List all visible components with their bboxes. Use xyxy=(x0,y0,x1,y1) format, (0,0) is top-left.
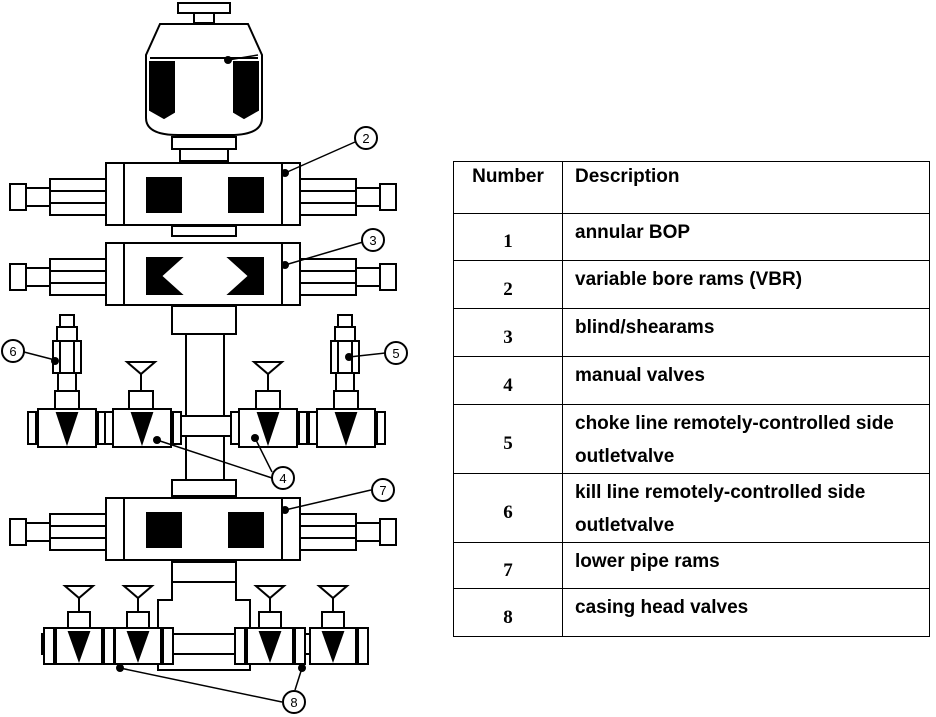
row-number: 7 xyxy=(453,542,563,589)
upper-side-valves xyxy=(27,361,386,448)
casing-head-valves xyxy=(41,585,369,665)
callout-8: 8 xyxy=(282,690,306,714)
table-row: 8 casing head valves xyxy=(453,588,930,637)
row-description: lower pipe rams xyxy=(562,542,930,589)
row-description: kill line remotely-controlled side outle… xyxy=(562,473,930,543)
row-number: 5 xyxy=(453,404,563,474)
table-row: 3 blind/shearams xyxy=(453,308,930,357)
remote-actuator-right xyxy=(330,314,360,392)
row-number: 3 xyxy=(453,308,563,357)
svg-text:2: 2 xyxy=(362,131,369,146)
row-description: blind/shearams xyxy=(562,308,930,357)
table-header-row: Number Description xyxy=(453,161,930,214)
leader-dots xyxy=(51,56,353,672)
ram-preventer-blind-shear xyxy=(9,242,397,335)
callout-4: 4 xyxy=(271,466,295,490)
row-number: 1 xyxy=(453,213,563,261)
row-description: variable bore rams (VBR) xyxy=(562,260,930,309)
table-row: 4 manual valves xyxy=(453,356,930,405)
table-row: 7 lower pipe rams xyxy=(453,542,930,589)
header-number: Number xyxy=(453,161,563,214)
drilling-spool xyxy=(185,333,225,481)
row-description: manual valves xyxy=(562,356,930,405)
callout-7: 7 xyxy=(371,478,395,502)
row-description: annular BOP xyxy=(562,213,930,261)
svg-text:6: 6 xyxy=(9,344,16,359)
table-row: 1 annular BOP xyxy=(453,213,930,261)
callout-6: 6 xyxy=(1,339,25,363)
leader-lines xyxy=(23,54,386,703)
svg-text:3: 3 xyxy=(369,233,376,248)
row-description: casing head valves xyxy=(562,588,930,637)
svg-text:8: 8 xyxy=(290,695,297,710)
table-row: 5 choke line remotely-controlled side ou… xyxy=(453,404,930,474)
row-number: 4 xyxy=(453,356,563,405)
row-number: 8 xyxy=(453,588,563,637)
table-row: 2 variable bore rams (VBR) xyxy=(453,260,930,309)
table-row: 6 kill line remotely-controlled side out… xyxy=(453,473,930,543)
ram-preventer-vbr xyxy=(9,162,397,237)
row-number: 2 xyxy=(453,260,563,309)
svg-text:4: 4 xyxy=(279,471,286,486)
svg-text:7: 7 xyxy=(379,483,386,498)
ram-preventer-lower-pipe xyxy=(9,479,397,561)
header-description: Description xyxy=(562,161,930,214)
remote-actuator-left xyxy=(52,314,82,392)
callout-2: 2 xyxy=(354,126,378,150)
row-description: choke line remotely-controlled side outl… xyxy=(562,404,930,474)
component-legend-table: Number Description 1 annular BOP 2 varia… xyxy=(453,161,930,637)
row-number: 6 xyxy=(453,473,563,543)
callout-3: 3 xyxy=(361,228,385,252)
callout-5: 5 xyxy=(384,341,408,365)
annular-bop xyxy=(145,2,263,162)
bop-stack-diagram: 2 3 6 5 4 7 8 xyxy=(1,2,408,714)
svg-text:5: 5 xyxy=(392,346,399,361)
